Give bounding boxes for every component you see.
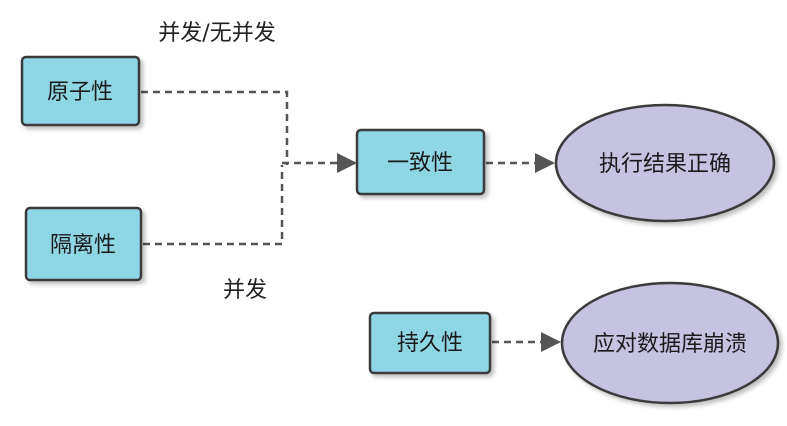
oval-correct-result-label: 执行结果正确 <box>599 152 731 177</box>
connector-atomicity <box>141 90 289 165</box>
connector-isolation <box>143 165 284 246</box>
box-durability-label: 持久性 <box>397 331 463 356</box>
oval-correct-result: 执行结果正确 <box>554 103 776 223</box>
label-concurrent-or-not: 并发/无并发 <box>158 21 275 46</box>
box-durability: 持久性 <box>368 311 492 375</box>
box-atomicity: 原子性 <box>20 55 141 127</box>
box-consistency: 一致性 <box>355 128 486 196</box>
box-isolation: 隔离性 <box>24 206 143 282</box>
box-consistency-label: 一致性 <box>387 151 453 176</box>
box-isolation-label: 隔离性 <box>50 233 116 258</box>
connectors <box>141 90 561 352</box>
box-atomicity-label: 原子性 <box>47 80 113 105</box>
oval-db-crash-label: 应对数据库崩溃 <box>593 332 747 357</box>
oval-db-crash: 应对数据库崩溃 <box>560 281 780 405</box>
label-concurrent: 并发 <box>223 278 267 303</box>
